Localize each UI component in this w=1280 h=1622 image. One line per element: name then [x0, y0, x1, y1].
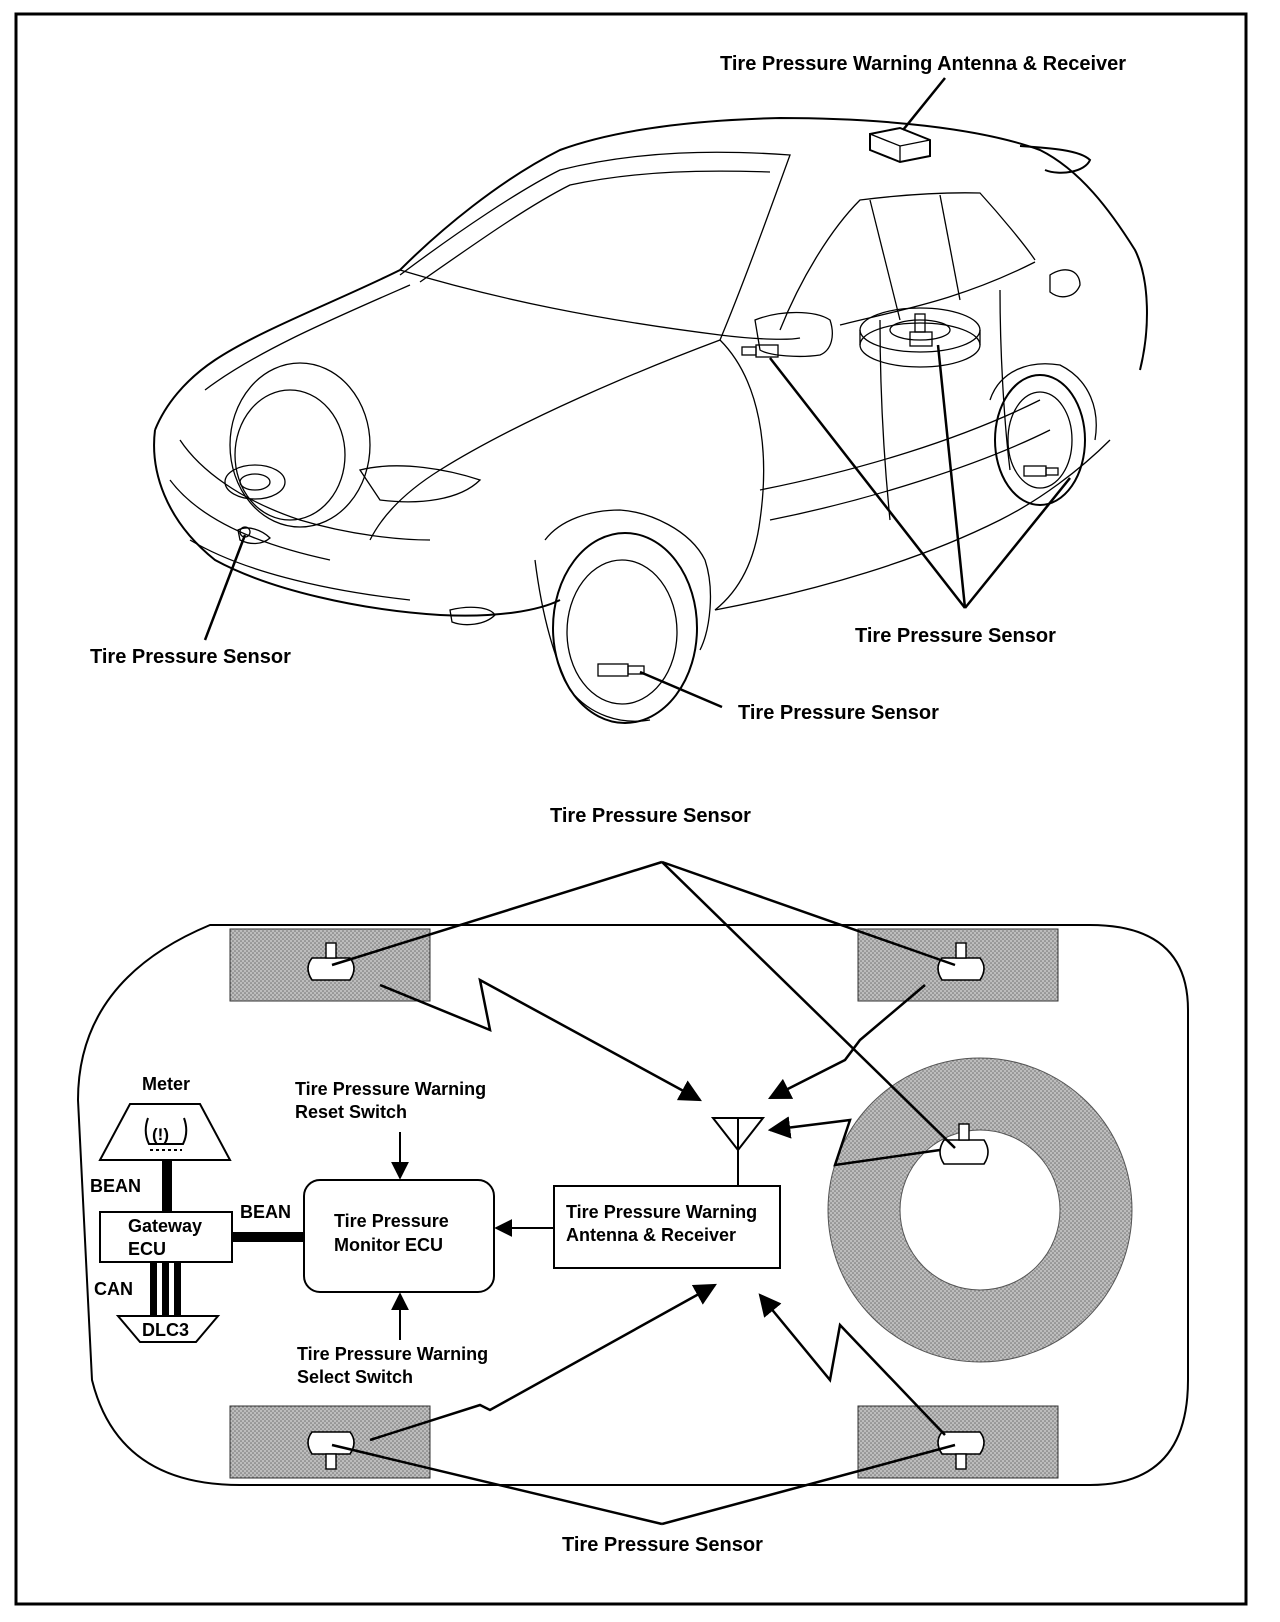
tire-pressure-sensor-icon — [937, 1431, 985, 1470]
top-leader-lines — [203, 77, 1071, 709]
car-illustration — [153, 116, 1148, 724]
label-sensor-front-right: Tire Pressure Sensor — [738, 702, 939, 724]
monitor-ecu-box: Tire Pressure Monitor ECU — [303, 1179, 495, 1293]
meter-box — [98, 1103, 232, 1161]
monitor-label-line1: Tire Pressure — [334, 1211, 449, 1231]
select-switch-label-line2: Select Switch — [297, 1367, 413, 1387]
gateway-label-line1: Gateway — [128, 1216, 202, 1236]
label-sensor-front-left: Tire Pressure Sensor — [90, 646, 291, 668]
meter-label: Meter — [142, 1074, 190, 1094]
reset-switch-label-line1: Tire Pressure Warning — [295, 1079, 486, 1099]
receiver-label-line2: Antenna & Receiver — [566, 1225, 736, 1245]
receiver-label-line1: Tire Pressure Warning — [566, 1202, 757, 1222]
spare-tire — [827, 1057, 1133, 1363]
wireless-signal-arrows — [369, 977, 946, 1442]
dlc3-box: DLC3 — [115, 1315, 221, 1343]
antenna-receiver-box — [869, 126, 931, 164]
gateway-ecu-box: Gateway ECU — [99, 1211, 233, 1263]
schematic-top-leader-lines — [331, 860, 956, 1149]
gateway-label-line2: ECU — [128, 1239, 166, 1259]
antenna-icon — [710, 1117, 766, 1186]
label-sensor-top-schematic: Tire Pressure Sensor — [550, 805, 751, 827]
can-lines — [150, 1262, 181, 1316]
bean-mid-label: BEAN — [240, 1202, 291, 1222]
label-antenna-receiver-top: Tire Pressure Warning Antenna & Receiver — [720, 53, 1126, 75]
schematic-bottom-leader-lines — [331, 1443, 956, 1526]
receiver-box: Tire Pressure Warning Antenna & Receiver — [553, 1185, 781, 1269]
reset-switch-label-line2: Reset Switch — [295, 1102, 407, 1122]
bean-line-vertical — [162, 1160, 172, 1214]
monitor-label-line2: Monitor ECU — [334, 1235, 443, 1255]
vehicle-outline — [76, 924, 1189, 1486]
can-label: CAN — [94, 1279, 133, 1299]
tire-pressure-warning-symbol: (!) — [152, 1125, 169, 1144]
bean-line-horizontal — [232, 1232, 304, 1242]
page-border — [14, 12, 1248, 1606]
dlc3-label: DLC3 — [142, 1320, 189, 1340]
bean-left-label: BEAN — [90, 1176, 141, 1196]
select-switch-label-line1: Tire Pressure Warning — [297, 1344, 488, 1364]
tire-pressure-sensor-icon — [307, 942, 355, 981]
label-sensor-bottom-schematic: Tire Pressure Sensor — [562, 1534, 763, 1556]
tire-pressure-warning-icon: (!) — [144, 1117, 188, 1151]
label-sensor-right-group: Tire Pressure Sensor — [855, 625, 1056, 647]
